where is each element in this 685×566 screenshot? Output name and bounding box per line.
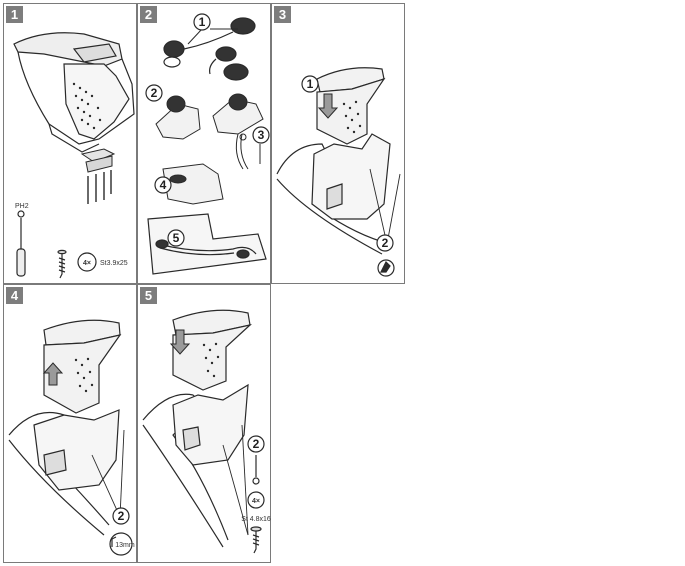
arrow-icon (169, 329, 191, 355)
screw-spec: St3.9x25 (100, 260, 128, 267)
tool-size: 13mm (115, 542, 135, 549)
step-1-illustration: PH2 4× St3.9x25 (13, 32, 135, 279)
car-console-illustration (276, 133, 391, 255)
step-2-illustration: 1 2 3 4 5 (145, 13, 270, 275)
usb-socket-icon (163, 17, 256, 81)
screwdriver-icon (16, 210, 26, 277)
self-tapping-screw-icon (250, 526, 262, 554)
console-base (162, 163, 224, 205)
quantity-label: 4× (252, 498, 260, 505)
callout-2: 2 (151, 86, 158, 100)
car-console-illustration (8, 409, 120, 536)
car-console-illustration (142, 383, 249, 548)
step-panel-4: 4 2 13mm (3, 284, 137, 563)
arrow-icon (317, 93, 339, 119)
step-4-illustration: 2 13mm (8, 319, 135, 556)
perforation-dots (342, 100, 362, 134)
step-panel-2: 2 (137, 3, 271, 284)
tool-tag: PH2 (15, 203, 29, 210)
callout-1: 1 (199, 15, 206, 29)
screw-spec: St 4.8x16 (241, 516, 271, 523)
step-5-illustration: 2 4× St 4.8x16 (142, 309, 271, 554)
step-panel-1: 1 PH2 (3, 3, 137, 284)
perforation-dots (202, 342, 220, 378)
perforation-dots (74, 357, 94, 393)
step-3-illustration: 1 2 (276, 67, 401, 277)
perforation-dots (72, 82, 102, 130)
mounting-bracket (80, 148, 116, 173)
armrest-illustration (43, 319, 122, 414)
step-panel-5: 5 2 4× St (137, 284, 271, 563)
leader-lines (222, 424, 249, 536)
leader-lines (369, 168, 401, 245)
wire-channel-tray (147, 213, 267, 275)
step-badge: 3 (274, 6, 291, 23)
screw-icon (252, 455, 260, 485)
console-fragment (155, 93, 264, 140)
step-callouts: 1 2 3 4 5 (145, 13, 270, 247)
armrest-illustration (172, 309, 253, 391)
screw-icon (87, 170, 112, 204)
step-panel-3: 3 1 2 (271, 3, 405, 284)
quantity-circle (77, 252, 97, 272)
step-badge: 1 (6, 6, 23, 23)
step-callouts: 2 (247, 435, 265, 453)
quantity-circle (247, 491, 265, 509)
callout-4: 4 (160, 178, 167, 192)
leader-lines (91, 429, 125, 518)
armrest-illustration (316, 67, 386, 145)
step-badge: 5 (140, 287, 157, 304)
clip-icon (377, 259, 395, 277)
wire-illustration (235, 133, 249, 170)
callout-arrow (187, 28, 261, 164)
wood-screw-icon (57, 249, 67, 279)
step-callouts: 2 (112, 507, 130, 525)
arrow-icon (42, 362, 64, 386)
callout-3: 3 (258, 128, 265, 142)
callout-1: 1 (307, 77, 314, 91)
callout-2: 2 (253, 437, 260, 451)
callout-5: 5 (173, 231, 180, 245)
armrest-illustration (13, 32, 135, 153)
callout-2: 2 (118, 509, 125, 523)
quantity-label: 4× (83, 260, 91, 267)
step-badge: 4 (6, 287, 23, 304)
wrench-icon (109, 532, 133, 556)
callout-2: 2 (382, 236, 389, 250)
step-callouts: 1 2 (301, 75, 394, 252)
step-badge: 2 (140, 6, 157, 23)
